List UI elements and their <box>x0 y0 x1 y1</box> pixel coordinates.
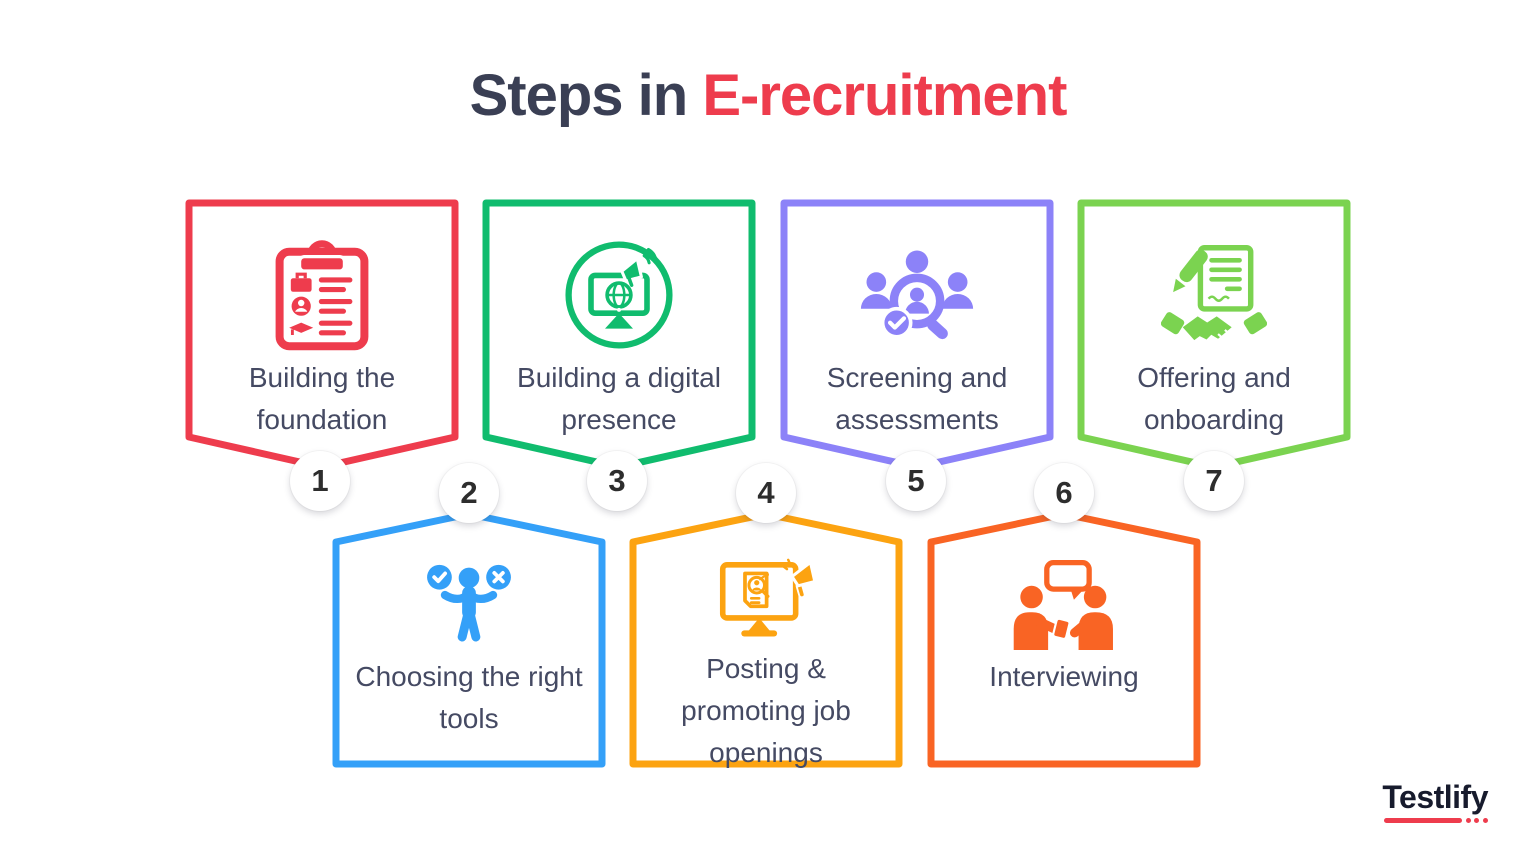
step-label-7: Offering and onboarding <box>1137 362 1291 435</box>
document-pen-handshake-icon <box>1161 245 1267 344</box>
step-card-1-body: Building the foundation <box>183 197 461 473</box>
step-card-7-outline <box>1077 199 1351 471</box>
step-label-5: Screening and assessments <box>826 362 1008 435</box>
brand-logo: Testlify <box>1382 779 1488 823</box>
people-chat-icon <box>1013 560 1113 650</box>
step-card-2-outline <box>332 510 606 768</box>
monitor-globe-megaphone-icon <box>565 241 673 349</box>
step-number-badge-5: 5 <box>886 451 946 511</box>
step-card-3-outline <box>482 199 756 471</box>
person-check-x-icon <box>427 564 511 642</box>
people-magnifier-check-icon <box>860 250 974 340</box>
step-card-4-body: Posting & promoting job openings <box>627 508 905 774</box>
page-title-prefix: Steps in <box>469 63 703 128</box>
step-number-badge-1: 1 <box>290 451 350 511</box>
logo-dot <box>1474 818 1480 823</box>
step-card-5-body: Screening and assessments <box>778 197 1056 473</box>
logo-dot <box>1465 818 1471 823</box>
step-label-3: Building a digital presence <box>517 362 721 435</box>
brand-logo-text: Testlify <box>1382 779 1488 815</box>
step-card-7: Offering and onboarding <box>1075 197 1353 473</box>
step-card-6-body: Interviewing <box>925 508 1203 774</box>
step-card-4-outline <box>629 510 903 768</box>
logo-underline-bar <box>1384 818 1463 823</box>
brand-logo-underline <box>1382 818 1488 823</box>
step-number-badge-6: 6 <box>1034 463 1094 523</box>
step-card-6: Interviewing <box>925 508 1203 774</box>
step-number-badge-4: 4 <box>736 463 796 523</box>
step-label-1: Building the foundation <box>248 362 396 435</box>
step-card-4: Posting & promoting job openings <box>627 508 905 774</box>
step-card-3: Building a digital presence <box>480 197 758 473</box>
step-number-badge-3: 3 <box>587 451 647 511</box>
step-number-badge-2: 2 <box>439 463 499 523</box>
clipboard-checklist-icon <box>275 240 369 351</box>
monitor-resume-megaphone-icon <box>719 558 817 637</box>
step-card-5-outline <box>780 199 1054 471</box>
page-title-highlight: E-recruitment <box>702 63 1067 128</box>
step-label-6: Interviewing <box>989 661 1139 692</box>
step-number-badge-7: 7 <box>1184 451 1244 511</box>
step-card-2: Choosing the right tools <box>330 508 608 774</box>
step-card-2-body: Choosing the right tools <box>330 508 608 774</box>
logo-dot <box>1482 818 1488 823</box>
step-label-2: Choosing the right tools <box>355 661 583 734</box>
step-label-4: Posting & promoting job openings <box>681 653 851 768</box>
step-card-5: Screening and assessments <box>778 197 1056 473</box>
step-card-7-body: Offering and onboarding <box>1075 197 1353 473</box>
page-title: Steps in E-recruitment <box>0 62 1536 129</box>
step-card-1: Building the foundation <box>183 197 461 473</box>
step-card-6-outline <box>927 510 1201 768</box>
step-card-3-body: Building a digital presence <box>480 197 758 473</box>
step-card-1-outline <box>185 199 459 471</box>
